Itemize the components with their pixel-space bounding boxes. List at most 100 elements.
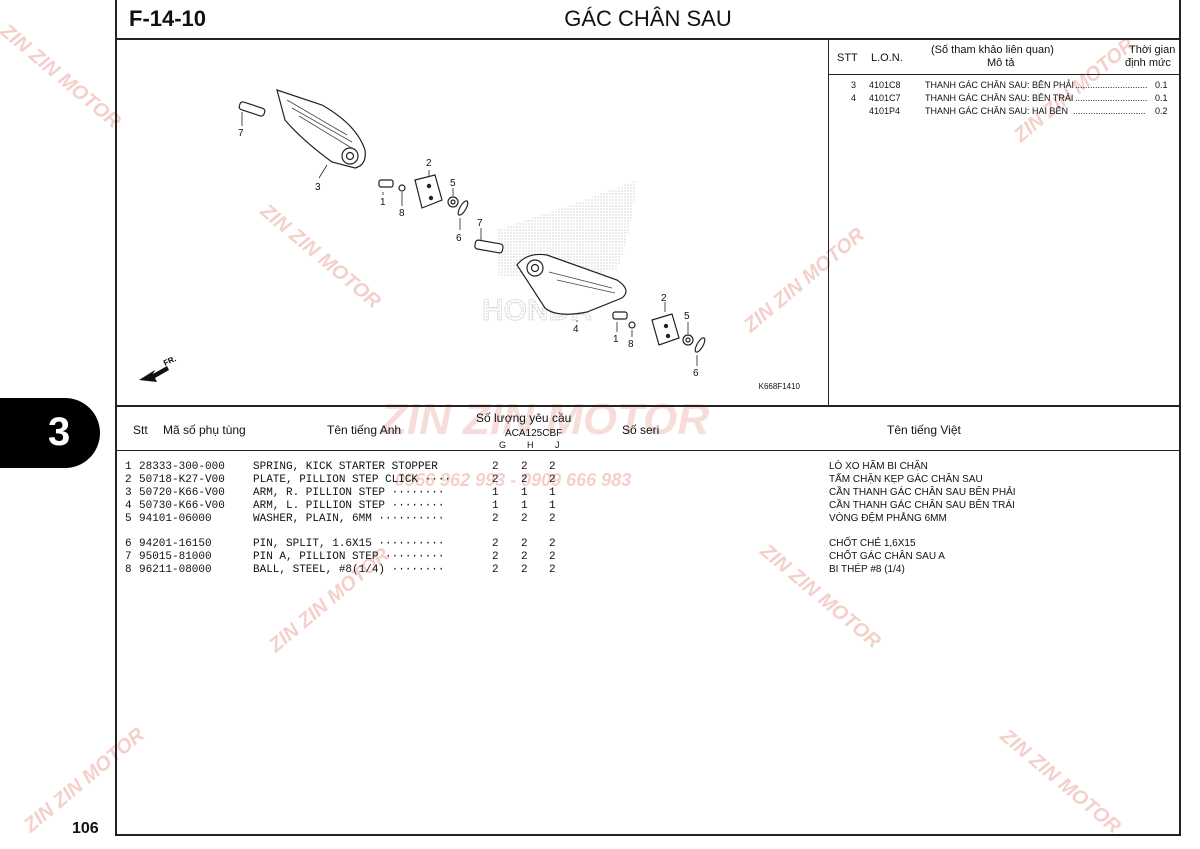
row-part-no: 95015-81000 [139,551,212,563]
row-qty-j: 1 [549,500,556,512]
row-stt: 1 [125,461,132,473]
watermark-phone: 0966 962 993 - 0909 666 983 [395,470,632,490]
page-number: 106 [72,820,99,837]
row-qty-h: 2 [521,474,528,486]
leader-dots: ............................. [1075,93,1148,103]
row-qty-h: 2 [521,513,528,525]
callout: 8 [628,339,634,350]
callout: 5 [450,178,456,189]
row-part-no: 94101-06000 [139,513,212,525]
row-qty-g: 2 [492,551,499,563]
row-name-vn: CẦN THANH GÁC CHÂN SAU BÊN TRÁI [829,500,1015,511]
row-name-vn: CẦN THANH GÁC CHÂN SAU BÊN PHẢI [829,487,1016,498]
row-qty-h: 2 [521,564,528,576]
row-name-en: PIN A, PILLION STEP ········· [253,551,445,563]
row-stt: 3 [125,487,132,499]
row-name-en: BALL, STEEL, #8(1/4) ········ [253,564,445,576]
row-qty-h: 2 [521,551,528,563]
parts-table-header: Stt Mã số phụ tùng Tên tiếng Anh Số lượn… [117,405,1179,451]
watermark-brand-large: ZIN ZIN MOTOR [380,395,710,444]
row-qty-g: 2 [492,564,499,576]
leader-dots: ............................. [1075,80,1148,90]
row-stt: 6 [125,538,132,550]
table-row: 1 28333-300-000 SPRING, KICK STARTER STO… [117,461,1179,474]
table-row: 7 95015-81000 PIN A, PILLION STEP ······… [117,551,1179,564]
row-qty-j: 2 [549,551,556,563]
labor-operation-panel: STT L.O.N. (Số tham khảo liên quan) Mô t… [829,40,1181,405]
row-name-en: ARM, L. PILLION STEP ········ [253,500,445,512]
row-stt: 7 [125,551,132,563]
section-number: 3 [48,410,71,454]
diagram-code: K668F1410 [758,382,800,391]
header-serial: Số seri [622,423,660,437]
row-part-no: 50730-K66-V00 [139,500,225,512]
lon-desc: THANH GÁC CHÂN SAU: HAI BÊN [925,106,1069,116]
callout: 6 [456,233,462,244]
lon-stt: 3 [851,80,857,90]
row-stt: 8 [125,564,132,576]
spring-lower [612,311,628,320]
parts-table-body: 1 28333-300-000 SPRING, KICK STARTER STO… [117,451,1179,834]
table-row: 8 96211-08000 BALL, STEEL, #8(1/4) ·····… [117,564,1179,577]
figure-code: F-14-10 [129,6,207,31]
header-col-j: J [555,440,560,450]
callout: 3 [315,182,321,193]
split-pin-lower [694,337,706,353]
header-col-g: G [499,440,507,450]
callout: 7 [477,218,483,229]
row-qty-g: 1 [492,500,499,512]
row-stt: 5 [125,513,132,525]
table-row: 3 50720-K66-V00 ARM, R. PILLION STEP ···… [117,487,1179,500]
direction-label: FR. [162,354,177,368]
table-row: 4 50730-K66-V00 ARM, L. PILLION STEP ···… [117,500,1179,513]
lon-row: 3 4101C8 THANH GÁC CHÂN SAU: BÊN PHẢI ..… [829,80,1181,92]
row-qty-h: 1 [521,500,528,512]
row-qty-g: 2 [492,474,499,486]
row-qty-j: 1 [549,487,556,499]
header-model: ACA125CBF [505,428,563,439]
lon-header-ref: (Số tham khảo liên quan) [931,44,1054,56]
row-name-vn: CHỐT CHẺ 1,6X15 [829,538,916,549]
lon-header-time: Thời gian [1129,44,1176,56]
row-qty-g: 2 [492,513,499,525]
callout: 1 [380,197,386,208]
row-qty-g: 2 [492,538,499,550]
lon-row: 4 4101C7 THANH GÁC CHÂN SAU: BÊN TRÁI ..… [829,93,1181,105]
lon-header-time-unit: định mức [1125,57,1171,69]
row-qty-j: 2 [549,461,556,473]
pin-a-lower [474,239,504,254]
catalog-page-frame: F-14-10 GÁC CHÂN SAU HONDA [115,0,1181,836]
row-qty-j: 2 [549,538,556,550]
lon-code: 4101C7 [869,93,901,103]
row-name-vn: LÒ XO HÃM BI CHẶN [829,461,928,472]
lon-header-desc: Mô tả [987,57,1015,69]
row-part-no: 28333-300-000 [139,461,225,473]
diagram-drawing: HONDA [139,89,706,382]
callout: 7 [238,128,244,139]
row-name-vn: TẤM CHẶN KẸP GÁC CHÂN SAU [829,474,983,485]
spring-upper [378,179,394,188]
header-part-no: Mã số phụ tùng [163,423,246,437]
row-name-en: SPRING, KICK STARTER STOPPER [253,461,438,473]
row-qty-h: 1 [521,487,528,499]
callout-numbers: 7 3 2 1 8 5 6 7 2 4 5 1 8 6 [238,128,699,379]
honda-wing-logo [497,180,637,277]
header-stt: Stt [133,423,148,437]
callout: 5 [684,311,690,322]
row-name-en: ARM, R. PILLION STEP ········ [253,487,445,499]
row-name-vn: VÒNG ĐỆM PHẲNG 6MM [829,513,947,524]
row-name-en: PIN, SPLIT, 1.6X15 ·········· [253,538,445,550]
row-name-en: PLATE, PILLION STEP CLICK ···· [253,474,452,486]
pin-a-upper [238,101,266,117]
lon-time: 0.2 [1155,106,1168,116]
plate-upper [414,174,443,209]
row-name-en: WASHER, PLAIN, 6MM ·········· [253,513,445,525]
lon-time: 0.1 [1155,93,1168,103]
row-qty-g: 1 [492,487,499,499]
row-part-no: 50720-K66-V00 [139,487,225,499]
right-pillion-step-assembly [238,89,469,216]
title-bar: F-14-10 GÁC CHÂN SAU [117,0,1179,40]
ball-lower [628,321,636,329]
row-name-vn: CHỐT GÁC CHÂN SAU A [829,551,945,562]
lon-code: 4101C8 [869,80,901,90]
